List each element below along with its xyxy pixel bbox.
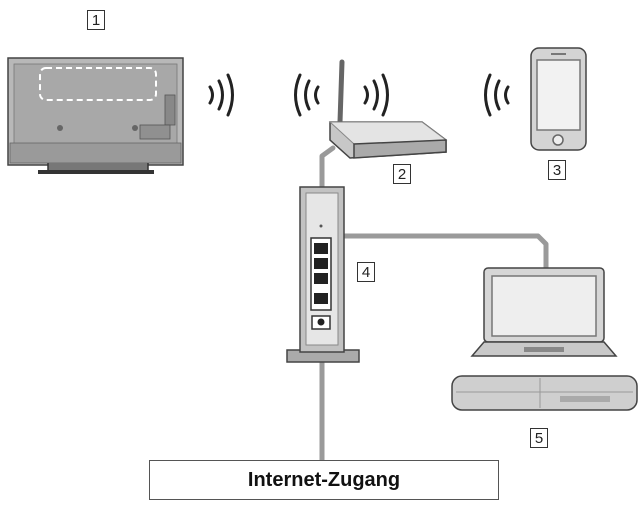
callout-tv: 1 bbox=[87, 10, 105, 30]
router-to-switch-cable bbox=[319, 145, 336, 191]
smartphone-icon bbox=[530, 47, 587, 151]
callout-router: 2 bbox=[393, 164, 411, 184]
router-icon bbox=[328, 59, 448, 159]
internet-access-label: Internet-Zugang bbox=[247, 469, 401, 491]
tv-wifi-waves-icon bbox=[208, 73, 234, 117]
switch-to-laptop-cable bbox=[339, 233, 549, 273]
router-wifi-waves-left-icon bbox=[294, 73, 320, 117]
recorder-icon bbox=[451, 375, 638, 411]
internet-access-box: Internet-Zugang bbox=[149, 460, 499, 500]
cables bbox=[319, 145, 549, 463]
callout-recorder: 5 bbox=[530, 428, 548, 448]
network-switch-icon bbox=[286, 186, 360, 363]
callout-switch: 4 bbox=[357, 262, 375, 282]
tv-icon bbox=[7, 57, 184, 174]
callout-smartphone: 3 bbox=[548, 160, 566, 180]
laptop-icon bbox=[470, 267, 618, 357]
router-wifi-waves-right-icon bbox=[363, 73, 389, 117]
smartphone-wifi-waves-icon bbox=[484, 73, 510, 117]
